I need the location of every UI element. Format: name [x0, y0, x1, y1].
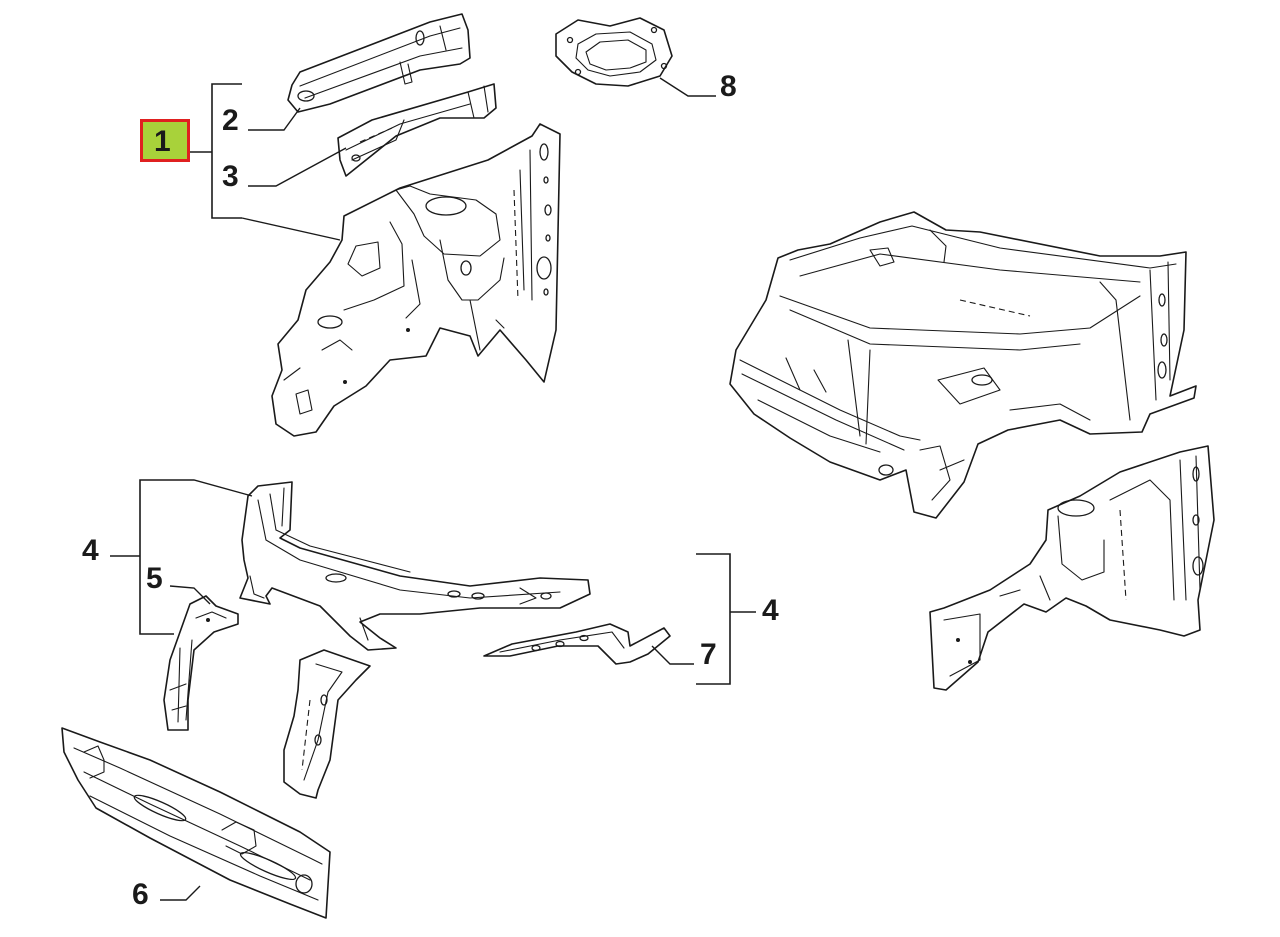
part-7-bracket-strip	[483, 623, 671, 665]
callout-4-right-label[interactable]: 4	[762, 594, 779, 627]
callout-7-label[interactable]: 7	[700, 638, 717, 671]
callout-8-label[interactable]: 8	[720, 70, 737, 103]
part-5-bracket	[163, 595, 239, 731]
callout-2-label[interactable]: 2	[222, 104, 239, 137]
bracket-group-4-left	[139, 479, 174, 635]
part-1-wheelhouse-panel	[271, 123, 561, 437]
bracket-group-4-right	[696, 553, 731, 685]
part-6-bumper-beam	[61, 727, 331, 919]
callout-4-left-label[interactable]: 4	[82, 534, 99, 567]
callout-1-label: 1	[154, 125, 171, 158]
part-2-upper-rail	[287, 13, 471, 113]
part-3-reinforcement	[337, 83, 497, 177]
callout-6-label[interactable]: 6	[132, 878, 149, 911]
part-center-bracket	[283, 649, 371, 799]
bracket-group-1	[211, 83, 242, 219]
part-8-gasket	[555, 17, 673, 87]
leader-lines	[110, 77, 756, 901]
assembled-front-structure	[729, 211, 1197, 519]
callout-5-label[interactable]: 5	[146, 562, 163, 595]
part-4-upper-cross-member	[239, 481, 591, 651]
part-inner-panel	[929, 445, 1215, 691]
callout-3-label[interactable]: 3	[222, 160, 239, 193]
callout-1-highlight[interactable]: 1	[140, 119, 190, 162]
